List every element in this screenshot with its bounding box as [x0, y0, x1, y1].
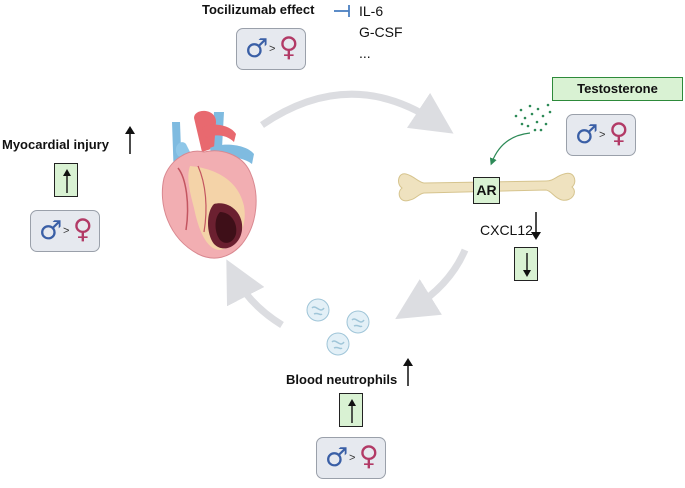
cxcl12-down-arrow-icon — [531, 212, 541, 240]
sex-comparison-tocilizumab: ♂ > ♀ — [236, 28, 306, 70]
testosterone-particles-icon — [514, 103, 552, 132]
testosterone-label: Testosterone — [552, 77, 683, 101]
male-icon: ♂ — [575, 120, 599, 150]
sex-comparison-testosterone: ♂ > ♀ — [566, 114, 636, 156]
up-arrow-icon — [348, 399, 356, 423]
ellipsis-label: ... — [359, 45, 371, 61]
myocardial-injury-label: Myocardial injury — [2, 137, 109, 152]
il6-label: IL-6 — [359, 3, 384, 19]
female-icon: ♀ — [279, 32, 299, 63]
androgen-receptor-label: AR — [473, 177, 500, 204]
male-icon: ♂ — [325, 443, 349, 473]
heart-icon — [161, 110, 257, 259]
female-icon: ♀ — [73, 214, 93, 245]
decrease-box — [514, 247, 538, 281]
blood-neutrophils-label: Blood neutrophils — [286, 372, 398, 387]
cycle-arrow-top — [260, 90, 454, 134]
neutrophils-increase-box — [339, 393, 363, 427]
cxcl12-label: CXCL12 — [480, 222, 533, 238]
sex-comparison-neutrophils: ♂ > ♀ — [316, 437, 386, 479]
cycle-arrow-right — [395, 248, 469, 320]
up-arrow-icon — [63, 169, 71, 193]
neutrophils-up-arrow-icon — [403, 358, 413, 386]
testosterone-to-ar-arrow — [489, 132, 531, 166]
tocilizumab-label: Tocilizumab effect — [202, 2, 315, 17]
greater-than: > — [599, 129, 606, 141]
male-icon: ♂ — [245, 34, 269, 64]
greater-than: > — [349, 452, 356, 464]
inhibition-icon — [334, 5, 350, 17]
sex-comparison-myocardial: ♂ > ♀ — [30, 210, 100, 252]
myocardial-increase-box — [54, 163, 78, 197]
female-icon: ♀ — [359, 441, 379, 472]
male-icon: ♂ — [39, 216, 63, 246]
gcsf-label: G-CSF — [359, 24, 403, 40]
greater-than: > — [269, 43, 276, 55]
female-icon: ♀ — [609, 118, 629, 149]
greater-than: > — [63, 225, 70, 237]
down-arrow-icon — [523, 253, 531, 277]
cycle-arrow-left — [226, 259, 284, 328]
myocardial-up-arrow-icon — [125, 126, 135, 154]
neutrophils-icon — [306, 298, 370, 356]
